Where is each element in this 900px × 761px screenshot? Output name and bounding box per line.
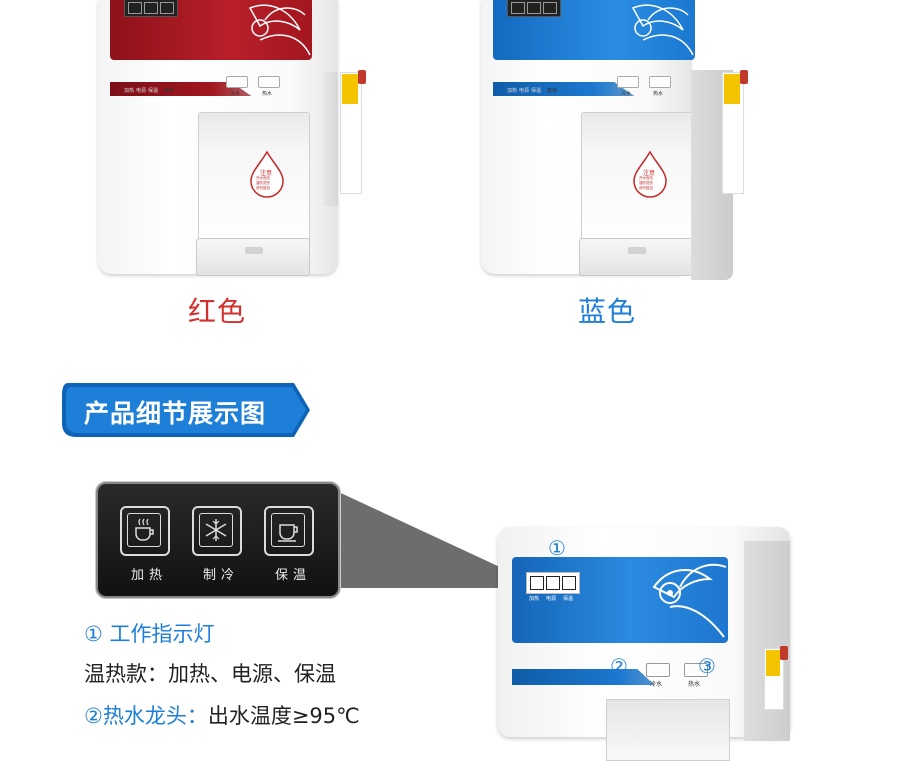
power-plug-icon <box>358 70 366 84</box>
display-buttons <box>124 0 178 17</box>
red-control-stripe: 冷水 热水 加热 电源 保温 童锁 <box>110 76 312 100</box>
indicator-label: 童锁 <box>164 88 175 94</box>
keep-warm-button[interactable] <box>264 506 314 556</box>
side-panel <box>744 541 790 741</box>
snowflake-icon <box>205 519 227 541</box>
hot-water-label: 热水 <box>262 91 273 97</box>
notice-drop-icon: 注意 开水危险 谨防烫伤 请勿擅自 <box>631 150 669 198</box>
button-frame <box>271 513 305 547</box>
section-banner <box>62 383 310 437</box>
indicator-label: 童锁 <box>547 88 558 94</box>
drip-tray <box>196 238 310 276</box>
display-label: 保温 <box>563 596 574 602</box>
water-temperature-text: 出水温度≥95℃ <box>207 704 360 728</box>
cold-water-label: 冷水 <box>650 681 663 688</box>
warning-sticker-icon <box>766 650 780 676</box>
hot-water-label: 热水 <box>653 91 664 97</box>
blue-dispenser-detail: 加热 电源 保温 冷水 热水 <box>498 527 790 761</box>
cold-water-button[interactable] <box>226 76 248 88</box>
water-outlet <box>606 699 730 761</box>
notice-line: 请勿擅自 <box>639 186 653 190</box>
marker-2: ② <box>84 704 103 728</box>
hot-water-label: 热水 <box>688 681 701 688</box>
flower-decoration-icon <box>652 563 727 638</box>
front-panel: 加热 电源 保温 <box>512 557 728 643</box>
side-panel <box>324 72 338 206</box>
hot-water-button[interactable] <box>649 76 671 88</box>
steaming-cup-icon <box>135 518 154 541</box>
warning-sticker-icon <box>724 74 740 104</box>
marker-1: ① <box>84 622 103 646</box>
notice-line: 开水危险 <box>639 176 653 180</box>
control-panel-closeup: 加热 制冷 保温 <box>96 482 340 598</box>
button-frame <box>127 513 161 547</box>
blue-control-stripe: 冷水 热水 加热 电源 保温 童锁 <box>493 76 695 100</box>
control-stripe: 冷水 热水 <box>512 663 728 693</box>
marker-3-on-machine: ③ <box>698 654 716 678</box>
display-label: 电源 <box>546 596 557 602</box>
hot-water-button[interactable] <box>258 76 280 88</box>
display-label: 加热 <box>529 596 540 602</box>
notice-line: 谨防烫伤 <box>639 181 653 185</box>
detail-line-3: ②热水龙头：出水温度≥95℃ <box>84 700 360 730</box>
notice-drop-icon: 注意 开水危险 谨防烫伤 请勿擅自 <box>248 150 286 198</box>
heat-label: 加热 <box>131 568 168 583</box>
notice-title: 注意 <box>260 170 273 177</box>
notice-title: 注意 <box>643 170 656 177</box>
cold-water-label: 冷水 <box>621 91 632 97</box>
drip-tray <box>579 238 693 276</box>
zoom-connector <box>330 488 515 588</box>
display-buttons <box>507 0 561 17</box>
notice-line: 请勿擅自 <box>256 186 270 190</box>
cold-water-button[interactable] <box>646 663 670 677</box>
blue-caption: 蓝色 <box>578 295 637 328</box>
hot-water-button[interactable] <box>684 663 708 677</box>
indicator-label: 电源 <box>519 88 530 94</box>
notice-line: 开水危险 <box>256 176 270 180</box>
cup-icon <box>278 524 298 542</box>
detail-line-1: ① 工作指示灯 <box>84 618 215 648</box>
flower-decoration-icon <box>631 4 694 56</box>
cold-water-label: 冷水 <box>230 91 241 97</box>
indicator-label: 电源 <box>136 88 147 94</box>
red-front-panel <box>110 0 312 60</box>
indicator-label: 加热 <box>507 88 518 94</box>
notice-line: 谨防烫伤 <box>256 181 270 185</box>
indicator-light-heading: 工作指示灯 <box>109 622 215 646</box>
marker-2-on-machine: ② <box>610 654 628 678</box>
keep-warm-label: 保温 <box>275 568 312 583</box>
indicator-label: 保温 <box>531 88 542 94</box>
cool-button[interactable] <box>192 506 242 556</box>
cold-water-button[interactable] <box>617 76 639 88</box>
blue-front-panel <box>493 0 695 60</box>
hot-water-tap-heading: 热水龙头： <box>102 704 208 728</box>
indicator-display <box>526 572 580 594</box>
red-caption: 红色 <box>188 295 247 328</box>
cool-label: 制冷 <box>203 568 240 583</box>
marker-1-on-machine: ① <box>548 536 566 560</box>
heat-button[interactable] <box>120 506 170 556</box>
button-frame <box>199 513 233 547</box>
warning-sticker-icon <box>342 74 358 104</box>
section-title: 产品细节展示图 <box>84 399 267 428</box>
power-plug-icon <box>780 646 788 660</box>
blue-water-dispenser: 冷水 热水 加热 电源 保温 童锁 注意 开水危险 谨防烫伤 请勿擅自 <box>481 0 695 276</box>
flower-decoration-icon <box>248 4 311 56</box>
power-plug-icon <box>740 70 748 84</box>
detail-line-2: 温热款：加热、电源、保温 <box>84 662 336 686</box>
indicator-label: 加热 <box>124 88 135 94</box>
indicator-label: 保温 <box>148 88 159 94</box>
red-water-dispenser: 冷水 热水 加热 电源 保温 童锁 注意 开水危险 谨防烫伤 请勿擅自 <box>98 0 338 276</box>
